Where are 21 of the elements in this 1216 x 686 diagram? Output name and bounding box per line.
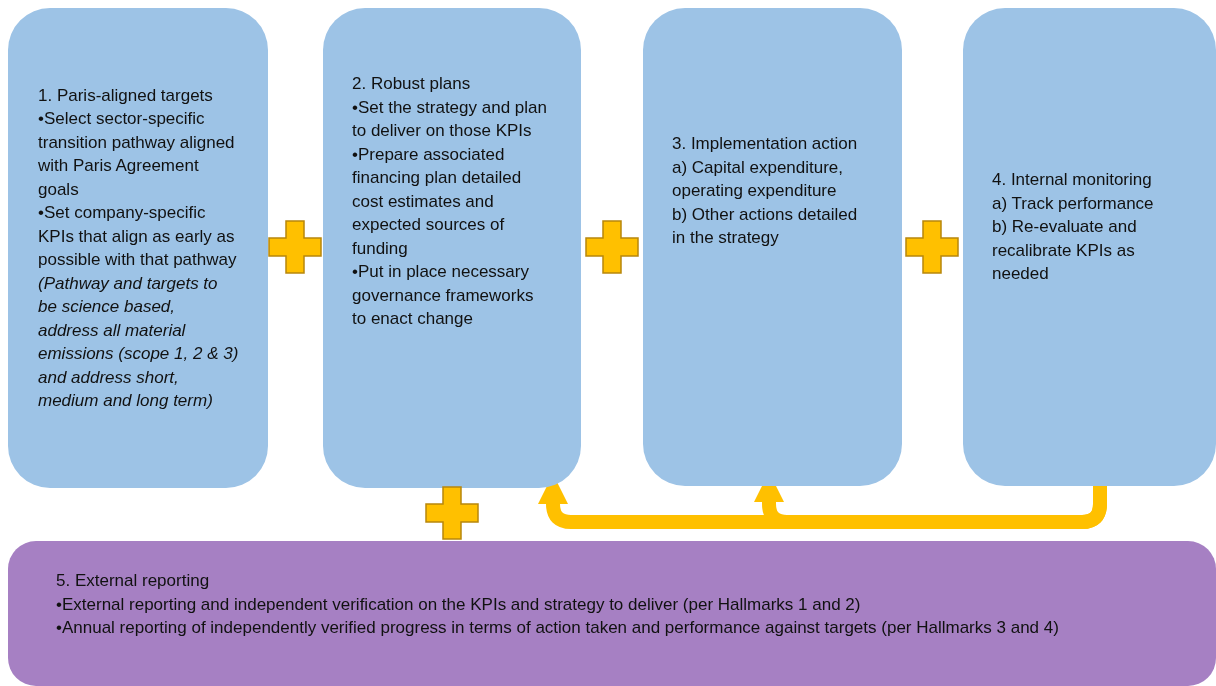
- process-box: [8, 541, 1216, 686]
- bullet-text: b) Re-evaluate and recalibrate KPIs as needed: [992, 216, 1138, 285]
- step-heading: 3. Implementation action: [672, 133, 859, 155]
- bullet-text: a) Track performance: [992, 192, 1155, 215]
- bullet-text: b) Other actions detailed in the strategy: [672, 203, 859, 249]
- step-heading: 2. Robust plans: [352, 73, 472, 95]
- bullet-text: •Select sector-specific transition pathway aligned with Paris Agreement goals: [38, 108, 236, 201]
- note-text: (Pathway and targets to be science based, address all material emissions (scope 1, 2 & 3) and address short, medium and long term): [38, 272, 240, 412]
- process-box: [643, 8, 902, 486]
- bullet-text: •Put in place necessary governance frameworks to enact change: [352, 261, 535, 330]
- process-box: [323, 8, 581, 488]
- bullet-text: •External reporting and independent verification on the KPIs and strategy to deliver (per Hallmarks 1 and 2): [56, 593, 862, 616]
- process-box: [8, 8, 268, 488]
- step-heading: 5. External reporting: [56, 570, 211, 592]
- bullet-text: •Prepare associated financing plan detailed cost estimates and expected sources of funding: [352, 143, 523, 260]
- step-heading: 1. Paris-aligned targets: [38, 84, 214, 107]
- bullet-text: •Annual reporting of independently verified progress in terms of action taken and performance against targets (per Hallmarks 3 and 4): [56, 617, 1060, 639]
- bullet-text: •Set the strategy and plan to deliver on those KPIs: [352, 96, 548, 142]
- bullet-text: •Set company-specific KPIs that align as early as possible with that pathway: [38, 202, 238, 271]
- process-box: [963, 8, 1216, 486]
- step-heading: 4. Internal monitoring: [992, 169, 1153, 191]
